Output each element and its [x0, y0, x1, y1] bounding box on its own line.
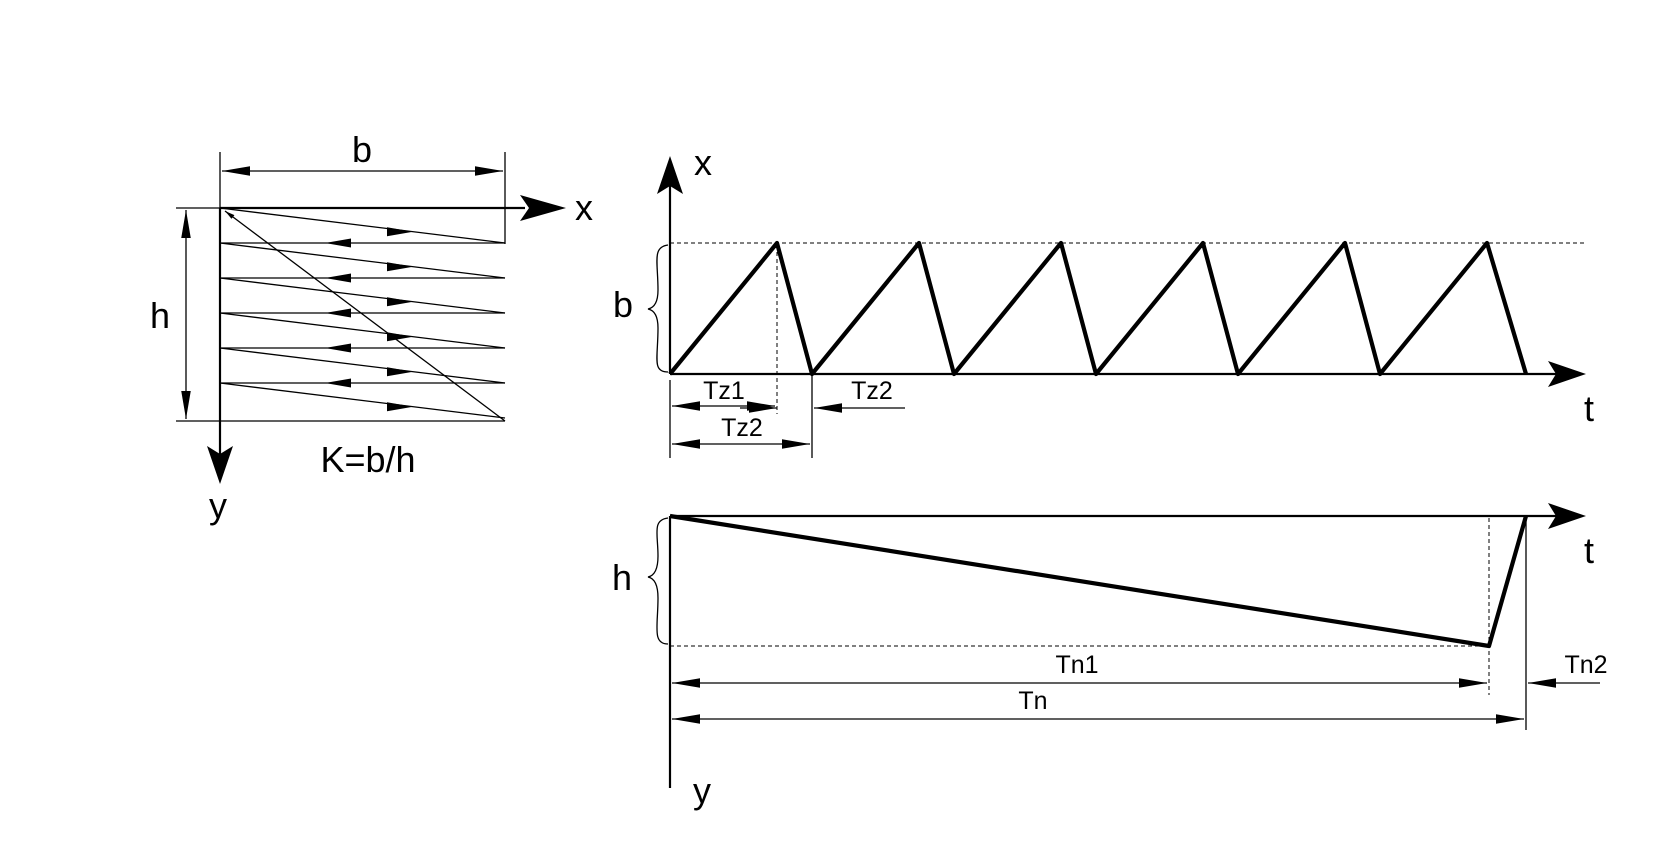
return-trace — [224, 210, 506, 422]
forward-scan-line — [219, 242, 506, 279]
x-plot-time-arrow — [1548, 361, 1586, 387]
forward-scan-arrow — [387, 297, 413, 307]
x-axis-arrow — [520, 195, 566, 221]
forward-scan-line — [219, 312, 506, 349]
flyback-arrow — [325, 343, 351, 353]
raster-diagram: b h x y K=b/h — [150, 129, 593, 526]
forward-scan-arrow — [387, 402, 413, 412]
y-plot-time-arrow — [1548, 503, 1586, 529]
tz2-label: Tz2 — [851, 377, 893, 405]
tn2-label: Tn2 — [1564, 651, 1607, 679]
h-label: h — [150, 295, 170, 336]
x-plot-vertical-arrow — [657, 156, 683, 194]
forward-scan-arrow — [387, 367, 413, 377]
y-time-plot: t y h Tn1 Tn2 Tn — [612, 503, 1608, 811]
forward-scan-line — [219, 277, 506, 314]
flyback-arrow — [325, 308, 351, 318]
b-amplitude-label: b — [613, 284, 633, 325]
x-time-plot: x t b Tz1 Tz2 Tz2 — [613, 142, 1594, 458]
flyback-arrow — [325, 273, 351, 283]
forward-scan-arrow — [387, 262, 413, 272]
x-plot-time-label: t — [1584, 388, 1594, 429]
y-plot-time-label: t — [1584, 530, 1594, 571]
forward-scan-arrow — [387, 227, 413, 237]
y-plot-vertical-label: y — [693, 770, 711, 811]
scan-lines — [219, 207, 506, 419]
b-label: b — [352, 129, 372, 170]
flyback-arrow — [325, 378, 351, 388]
tn1-label: Tn1 — [1055, 651, 1098, 679]
b-brace — [647, 244, 669, 373]
x-axis-label: x — [575, 187, 593, 228]
forward-scan-line — [219, 207, 506, 244]
h-amplitude-label: h — [612, 557, 632, 598]
y-axis-label: y — [209, 485, 227, 526]
flyback-arrow — [325, 238, 351, 248]
x-plot-vertical-label: x — [694, 142, 712, 183]
tz1-label: Tz1 — [703, 377, 745, 405]
tn-label: Tn — [1018, 687, 1047, 715]
forward-scan-line — [219, 347, 506, 384]
sawtooth-waveform — [668, 240, 1529, 377]
y-axis-arrow — [207, 446, 233, 484]
forward-scan-arrow — [387, 332, 413, 342]
h-brace — [647, 517, 669, 645]
vertical-scan-waveform — [669, 513, 1529, 649]
ratio-label: K=b/h — [320, 439, 415, 480]
forward-scan-line — [219, 382, 506, 419]
tz-period-label: Tz2 — [721, 414, 763, 442]
